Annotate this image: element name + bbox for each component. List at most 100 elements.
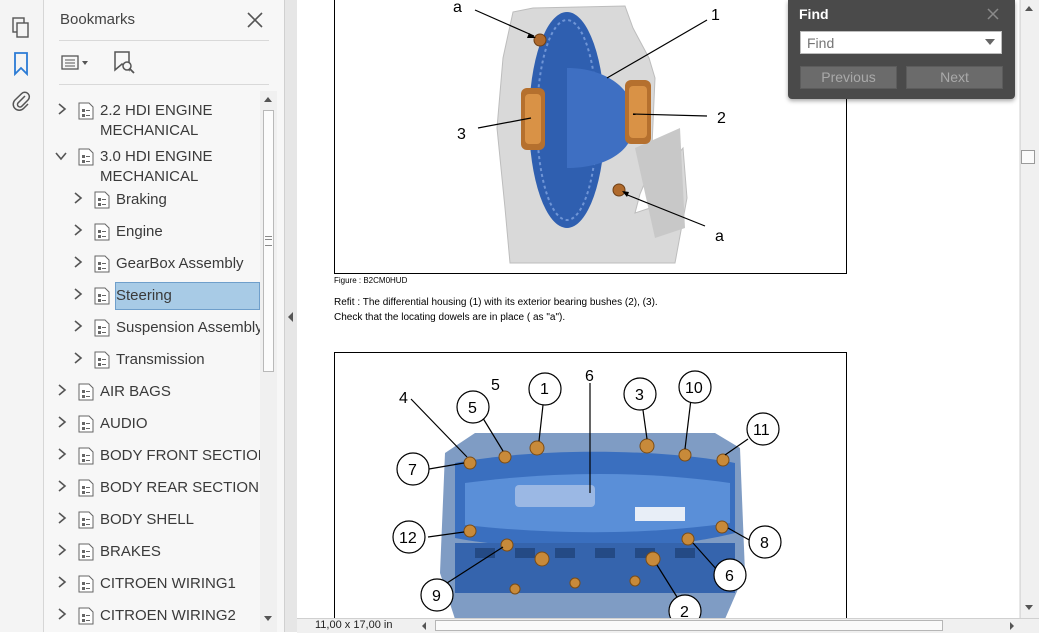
scroll-up-icon[interactable] (262, 94, 274, 104)
chevron-right-icon[interactable] (56, 607, 68, 621)
bookmark-label: CITROEN WIRING1 (100, 575, 236, 592)
bookmark-node-icon (94, 319, 110, 337)
chevron-down-icon[interactable] (54, 149, 68, 163)
callout-label: a (453, 0, 462, 16)
panel-title: Bookmarks (60, 11, 136, 28)
bookmark-node-icon (94, 255, 110, 273)
scroll-up-icon[interactable] (1024, 4, 1034, 12)
bookmark-label: 3.0 HDI ENGINE (100, 148, 213, 165)
bookmark-node-icon (78, 511, 94, 529)
pdf-page: a 1 2 3 a Figure : B2CM0HUD Refit : The … (297, 0, 1019, 618)
callout-label: 1 (711, 7, 720, 24)
scroll-right-icon[interactable] (1008, 621, 1016, 631)
scroll-left-icon[interactable] (420, 621, 428, 631)
bookmark-node-icon (78, 383, 94, 401)
bookmark-label: GearBox Assembly (116, 255, 244, 272)
bookmark-label: Braking (116, 191, 167, 208)
bookmark-node-icon (78, 607, 94, 625)
callout-label: 5 (468, 400, 477, 417)
pages-icon[interactable] (9, 16, 33, 40)
bookmark-item[interactable]: CITROEN WIRING2 (44, 600, 260, 632)
close-icon[interactable] (985, 6, 1001, 22)
bookmark-label: Suspension Assembly (116, 319, 260, 336)
bookmark-label: MECHANICAL (100, 122, 199, 139)
bookmark-item[interactable]: BODY FRONT SECTION (44, 440, 260, 472)
chevron-right-icon[interactable] (72, 287, 84, 301)
bookmark-item[interactable]: 2.2 HDI ENGINE MECHANICAL (44, 95, 260, 139)
bookmark-item[interactable]: 3.0 HDI ENGINE MECHANICAL (44, 141, 260, 185)
bookmark-item[interactable]: Braking (44, 184, 260, 216)
bookmark-item[interactable]: BRAKES (44, 536, 260, 568)
selection-highlight (115, 282, 260, 310)
page-size-readout: 11,00 x 17,00 in (315, 619, 393, 631)
callout-label: 4 (399, 390, 408, 407)
bookmark-label: Steering (116, 287, 172, 304)
chevron-right-icon[interactable] (56, 383, 68, 397)
callout-label: 2 (717, 110, 726, 127)
bookmark-tree: 2.2 HDI ENGINE MECHANICAL 3.0 HDI ENGINE… (44, 91, 260, 632)
document-scrollbar[interactable] (1020, 0, 1039, 618)
callout-label: 3 (457, 126, 466, 143)
bookmark-node-icon (78, 148, 94, 166)
bookmark-node-icon (94, 223, 110, 241)
chevron-right-icon[interactable] (56, 575, 68, 589)
tool-rail (0, 0, 44, 632)
bookmark-item[interactable]: BODY REAR SECTION (44, 472, 260, 504)
bookmark-label: AUDIO (100, 415, 148, 432)
gearbox-bolts-illustration: 4 5 1 6 3 10 11 7 5 12 8 9 6 2 (392, 368, 782, 618)
chevron-right-icon[interactable] (56, 102, 68, 116)
chevron-right-icon[interactable] (56, 543, 68, 557)
horizontal-scroll-thumb[interactable] (435, 620, 943, 631)
bookmark-item[interactable]: CITROEN WIRING1 (44, 568, 260, 600)
chevron-right-icon[interactable] (56, 415, 68, 429)
attachment-icon[interactable] (9, 89, 33, 113)
bookmark-item[interactable]: BODY SHELL (44, 504, 260, 536)
refit-text: Check that the locating dowels are in pl… (334, 312, 566, 323)
find-input[interactable] (800, 31, 1002, 54)
document-scroll-thumb[interactable] (1021, 150, 1035, 164)
bookmark-item[interactable]: Suspension Assembly (44, 312, 260, 344)
bookmark-node-icon (78, 575, 94, 593)
divider (59, 84, 269, 85)
bookmark-label: BODY FRONT SECTION (100, 447, 260, 464)
bookmark-item[interactable]: AIR BAGS (44, 376, 260, 408)
bookmark-icon[interactable] (9, 52, 33, 76)
panel-scroll-thumb[interactable] (263, 110, 274, 372)
scroll-down-icon[interactable] (1024, 604, 1034, 612)
callout-label: a (715, 228, 724, 245)
figure-gearbox-bolts: 4 5 1 6 3 10 11 7 5 12 8 9 6 2 (334, 352, 847, 618)
differential-housing-illustration: a 1 2 3 a (453, 0, 726, 264)
options-menu-button[interactable] (60, 52, 92, 74)
refit-text: Refit : The differential housing (1) wit… (334, 297, 658, 308)
chevron-right-icon[interactable] (72, 319, 84, 333)
chevron-right-icon[interactable] (56, 447, 68, 461)
bookmark-label: Transmission (116, 351, 205, 368)
chevron-right-icon[interactable] (56, 479, 68, 493)
bookmark-item[interactable]: Engine (44, 216, 260, 248)
document-view[interactable]: a 1 2 3 a Figure : B2CM0HUD Refit : The … (297, 0, 1020, 618)
bookmark-item-selected[interactable]: Steering (44, 280, 260, 312)
chevron-right-icon[interactable] (72, 191, 84, 205)
bookmark-item[interactable]: Transmission (44, 344, 260, 376)
callout-label: 8 (760, 535, 769, 552)
figure-differential-housing: a 1 2 3 a (334, 0, 847, 274)
scroll-down-icon[interactable] (262, 614, 274, 624)
bookmark-label: BODY SHELL (100, 511, 194, 528)
collapse-panel-icon[interactable] (286, 311, 294, 323)
chevron-right-icon[interactable] (72, 255, 84, 269)
previous-button[interactable]: Previous (800, 66, 897, 89)
find-bookmark-icon[interactable] (112, 50, 136, 76)
callout-label: 2 (680, 604, 689, 618)
chevron-right-icon[interactable] (56, 511, 68, 525)
bookmark-item[interactable]: AUDIO (44, 408, 260, 440)
chevron-down-icon[interactable] (984, 38, 996, 46)
bookmark-node-icon (94, 287, 110, 305)
callout-label: 6 (585, 368, 594, 385)
close-icon[interactable] (244, 9, 266, 31)
bookmark-item[interactable]: GearBox Assembly (44, 248, 260, 280)
chevron-right-icon[interactable] (72, 351, 84, 365)
bookmark-node-icon (78, 447, 94, 465)
callout-label: 12 (399, 530, 417, 547)
chevron-right-icon[interactable] (72, 223, 84, 237)
next-button[interactable]: Next (906, 66, 1003, 89)
